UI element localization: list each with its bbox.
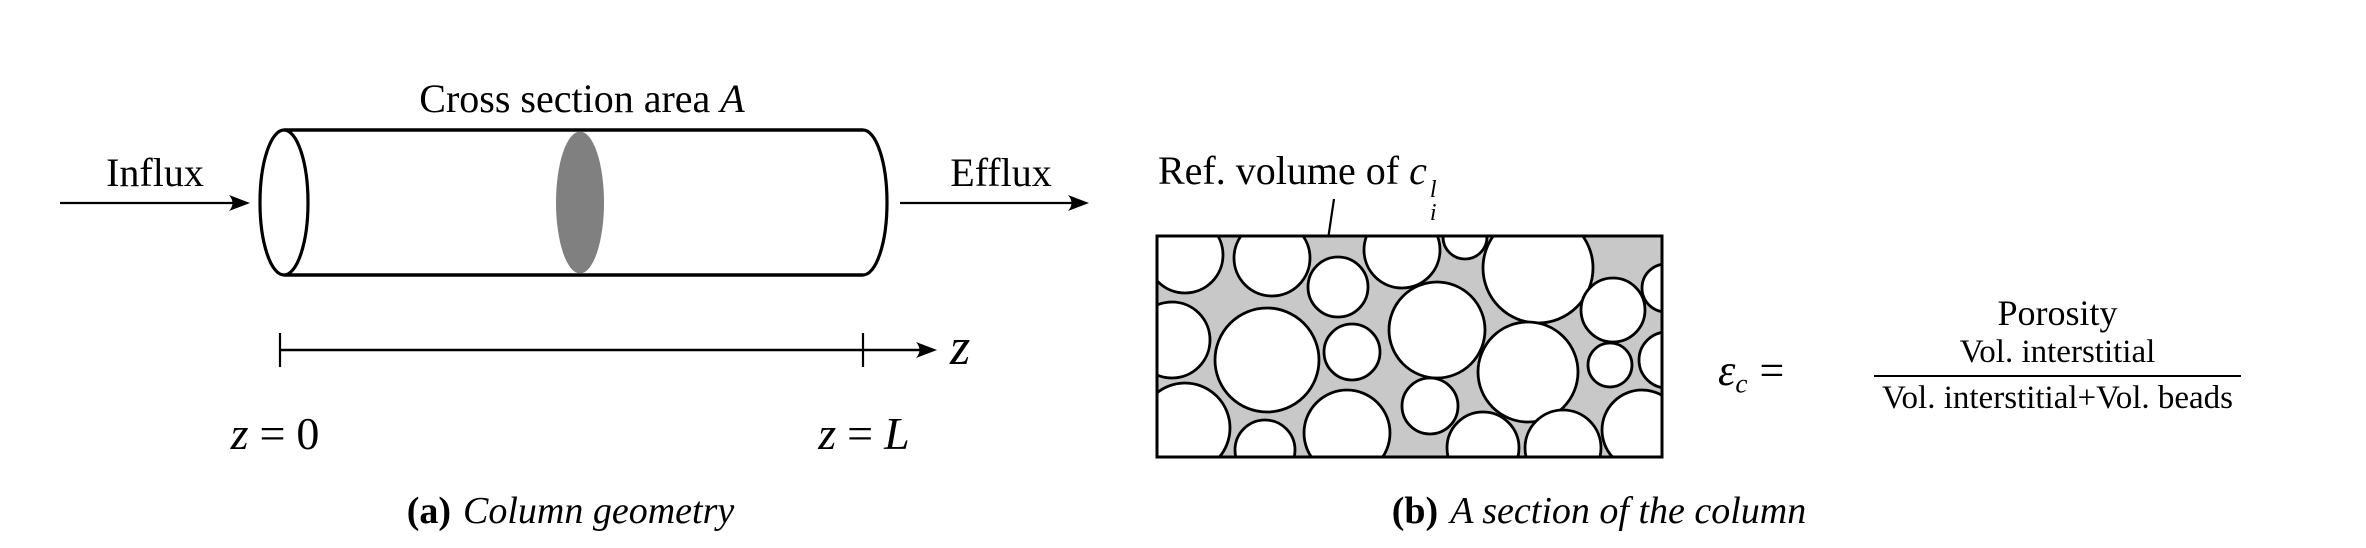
superscript-l: l xyxy=(1429,177,1437,204)
bead-circle xyxy=(1523,408,1603,457)
caption-a: (a) Column geometry xyxy=(328,490,813,534)
equals-sign: = xyxy=(847,408,874,459)
concentration-variable: c xyxy=(1409,148,1427,193)
bead-circle xyxy=(1302,388,1392,457)
cylinder-left-end-ellipse xyxy=(258,128,310,277)
cross-section-disc xyxy=(556,131,604,274)
beads-circles xyxy=(1157,236,1662,457)
bead-circle xyxy=(1387,280,1487,380)
bead-circle xyxy=(1233,418,1297,457)
length-variable: L xyxy=(884,408,910,459)
influx-label: Influx xyxy=(90,150,220,196)
bead-circle xyxy=(1640,262,1662,314)
bead-circle xyxy=(1322,322,1382,382)
bead-circle xyxy=(1637,331,1662,389)
influx-text: Influx xyxy=(106,150,204,195)
z-var: z xyxy=(230,408,249,459)
bead-circle xyxy=(1213,306,1321,414)
efflux-arrowhead-icon xyxy=(1068,195,1089,211)
z-var: z xyxy=(818,408,837,459)
porosity-equation-lhs: εc = xyxy=(1718,346,1784,400)
equals-sign: = xyxy=(259,408,286,459)
porosity-fraction: Porosity Vol. interstitial Vol. intersti… xyxy=(1815,293,2300,418)
bead-circle xyxy=(1232,236,1312,298)
caption-b-tag: (b) xyxy=(1391,490,1439,532)
fraction-numerator: Vol. interstitial xyxy=(1959,334,2156,371)
cross-section-text: Cross section area xyxy=(419,76,711,121)
bead-circle xyxy=(1157,381,1232,457)
caption-a-tag: (a) xyxy=(406,490,452,532)
equals-sign: = xyxy=(1759,346,1785,395)
beads-clip-group xyxy=(1157,236,1662,457)
cross-section-area-label: Cross section area A xyxy=(384,76,780,122)
bead-circle xyxy=(1586,341,1634,389)
z-axis-variable-label: z xyxy=(950,318,970,378)
bead-circle xyxy=(1362,236,1442,290)
bead-circle xyxy=(1306,255,1370,319)
ref-volume-text: Ref. volume of xyxy=(1158,148,1400,193)
bead-circle xyxy=(1157,300,1212,380)
bead-circle xyxy=(1579,276,1647,344)
caption-b: (b) A section of the column xyxy=(1378,490,1820,534)
z-equals-zero-label: z=0 xyxy=(210,408,340,461)
epsilon-symbol: ε xyxy=(1718,346,1736,395)
influx-arrowhead-icon xyxy=(229,195,250,211)
caption-a-text: Column geometry xyxy=(463,490,735,532)
bead-circle xyxy=(1157,236,1225,295)
efflux-label: Efflux xyxy=(936,150,1066,196)
zero-value: 0 xyxy=(296,408,320,459)
bead-circle xyxy=(1600,388,1662,457)
caption-b-text: A section of the column xyxy=(1450,490,1807,532)
area-variable: A xyxy=(720,76,745,121)
z-axis-text: z xyxy=(950,319,971,376)
epsilon-subscript: c xyxy=(1735,368,1748,399)
section-border xyxy=(1155,234,1664,459)
cylinder-right-cap xyxy=(862,128,889,277)
efflux-text: Efflux xyxy=(950,150,1052,195)
porosity-over-label: Porosity xyxy=(1997,293,2118,333)
subscript-i: i xyxy=(1429,199,1437,226)
bead-circle xyxy=(1445,410,1521,457)
bead-circle xyxy=(1481,236,1595,325)
bead-circle xyxy=(1400,376,1460,436)
z-axis-arrowhead-icon xyxy=(916,342,937,358)
bead-circle xyxy=(1476,320,1580,424)
z-equals-L-label: z=L xyxy=(798,408,930,461)
fraction-denominator: Vol. interstitial+Vol. beads xyxy=(1873,375,2242,418)
